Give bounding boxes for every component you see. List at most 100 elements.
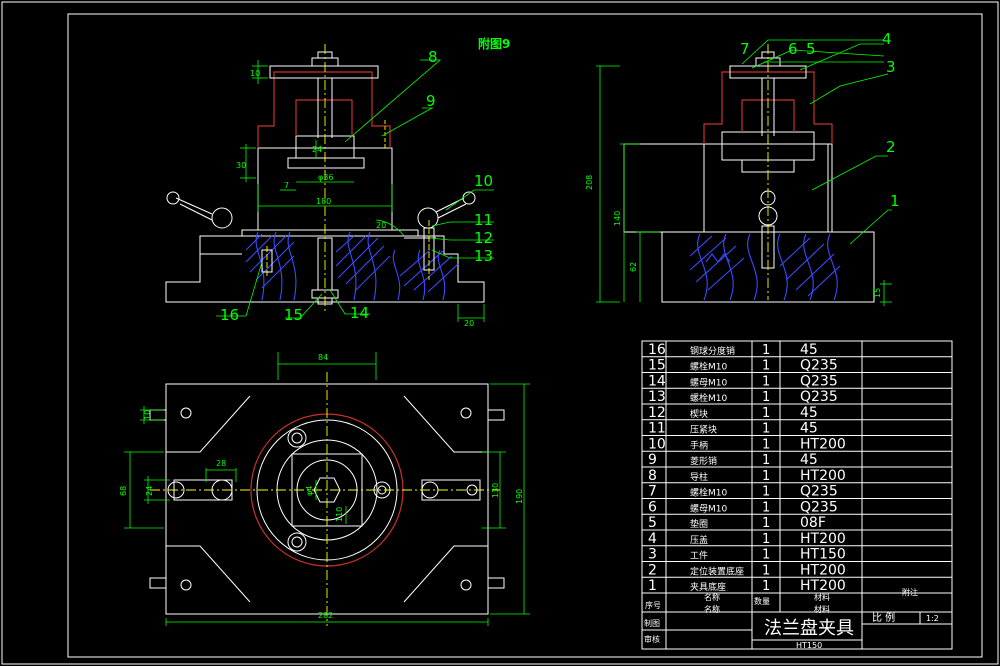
- part-name: 工件: [690, 550, 708, 562]
- part-no: 12: [648, 405, 666, 421]
- front-dim-10: 10: [250, 69, 260, 78]
- part-no: 2: [648, 562, 657, 578]
- part-material: Q235: [800, 389, 838, 405]
- plan-view: 84 10 28 68 24 φ4 110 130 190 282: [119, 352, 530, 626]
- part-material: Q235: [800, 499, 838, 515]
- side-label-1: 1: [890, 192, 900, 210]
- front-dim-7: 7: [284, 181, 289, 190]
- front-label-14: 14: [350, 304, 369, 322]
- part-qty: 1: [762, 500, 770, 515]
- plan-dim-24: 24: [145, 486, 154, 496]
- plan-dim-68: 68: [119, 486, 128, 496]
- part-name: 手柄: [690, 439, 708, 451]
- part-name: 螺栓M10: [690, 361, 727, 373]
- part-name: 钢球分度销: [690, 345, 735, 357]
- part-material: 45: [800, 421, 818, 437]
- part-material: Q235: [800, 373, 838, 389]
- part-no: 15: [648, 358, 666, 374]
- side-view: 7 6 5 4 3 2 1 208 140 62 15: [585, 30, 900, 306]
- front-dim-30: 30: [236, 161, 246, 170]
- front-dim-20: 20: [464, 319, 474, 328]
- header-material: 材料: [814, 592, 830, 602]
- part-qty: 1: [762, 422, 770, 437]
- part-no: 8: [648, 468, 657, 484]
- part-qty: 1: [762, 579, 770, 594]
- side-dim-15: 15: [873, 288, 882, 298]
- part-qty: 1: [762, 563, 770, 578]
- part-name: 压盖: [690, 534, 708, 546]
- side-label-2: 2: [886, 138, 896, 156]
- label-checked: 审核: [644, 634, 660, 644]
- part-name: 螺母M10: [690, 377, 727, 388]
- front-label-10: 10: [474, 172, 493, 190]
- part-qty: 1: [762, 437, 770, 452]
- part-qty: 1: [762, 390, 770, 405]
- header-qty: 数量: [754, 596, 770, 606]
- side-dim-140: 140: [613, 211, 622, 226]
- drawing-frame: [67, 13, 983, 658]
- label-mat-col: 材料: [814, 604, 830, 614]
- part-qty: 1: [762, 469, 770, 484]
- side-label-3: 3: [886, 58, 896, 76]
- part-name: 螺栓M10: [690, 487, 727, 499]
- part-no: 11: [648, 421, 666, 437]
- plan-dim-282: 282: [318, 611, 333, 620]
- part-name: 菱形销: [690, 455, 717, 467]
- part-no: 7: [648, 484, 657, 500]
- scale-label: 比 例: [872, 611, 895, 624]
- side-label-6: 6: [788, 40, 798, 58]
- front-label-11: 11: [474, 211, 493, 229]
- front-label-13: 13: [474, 247, 493, 265]
- part-qty: 1: [762, 406, 770, 421]
- part-no: 9: [648, 452, 657, 468]
- part-qty: 1: [762, 485, 770, 500]
- plan-dim-10: 10: [143, 410, 152, 420]
- part-no: 13: [648, 389, 666, 405]
- front-label-8: 8: [428, 48, 438, 66]
- front-dim-180: 180: [316, 197, 331, 206]
- part-material: Q235: [800, 358, 838, 374]
- part-qty: 1: [762, 343, 770, 358]
- part-no: 5: [648, 515, 657, 531]
- part-qty: 1: [762, 532, 770, 547]
- part-qty: 1: [762, 359, 770, 374]
- plan-dim-130: 130: [491, 483, 500, 498]
- part-material: HT200: [800, 436, 846, 452]
- part-no: 10: [648, 436, 666, 452]
- part-qty: 1: [762, 453, 770, 468]
- plan-dim-190: 190: [515, 489, 524, 504]
- drawing-material: HT150: [796, 641, 822, 650]
- label-drawn: 制图: [644, 618, 660, 628]
- side-label-4: 4: [882, 30, 892, 48]
- plan-dim-phi4: φ4: [305, 486, 314, 496]
- plan-dim-28: 28: [216, 459, 226, 468]
- part-material: 45: [800, 452, 818, 468]
- side-dim-62: 62: [629, 262, 638, 272]
- front-label-15: 15: [284, 306, 303, 324]
- front-view: 8 9 10 11 12 13 14 15 16 10 30 7 24 φ36 …: [165, 36, 510, 328]
- plan-dim-84: 84: [318, 353, 328, 362]
- part-material: HT200: [800, 531, 846, 547]
- part-material: Q235: [800, 484, 838, 500]
- front-label-16: 16: [220, 306, 239, 324]
- part-material: 45: [800, 342, 818, 358]
- part-material: HT200: [800, 562, 846, 578]
- front-label-12: 12: [474, 229, 493, 247]
- part-name: 螺母M10: [690, 503, 727, 514]
- part-material: HT200: [800, 578, 846, 594]
- part-name: 压紧块: [690, 424, 717, 436]
- part-no: 6: [648, 499, 657, 515]
- scale-value: 1:2: [926, 614, 939, 623]
- side-dim-208: 208: [585, 175, 594, 190]
- part-name: 夹具底座: [690, 581, 726, 593]
- header-no: 序号: [645, 600, 661, 610]
- front-dim-phi36: φ36: [318, 173, 333, 182]
- part-name: 楔块: [690, 408, 708, 420]
- part-material: 45: [800, 405, 818, 421]
- front-dim-24: 24: [312, 145, 322, 154]
- part-qty: 1: [762, 516, 770, 531]
- figure-title: 附图9: [478, 36, 510, 51]
- part-name: 导柱: [690, 471, 708, 483]
